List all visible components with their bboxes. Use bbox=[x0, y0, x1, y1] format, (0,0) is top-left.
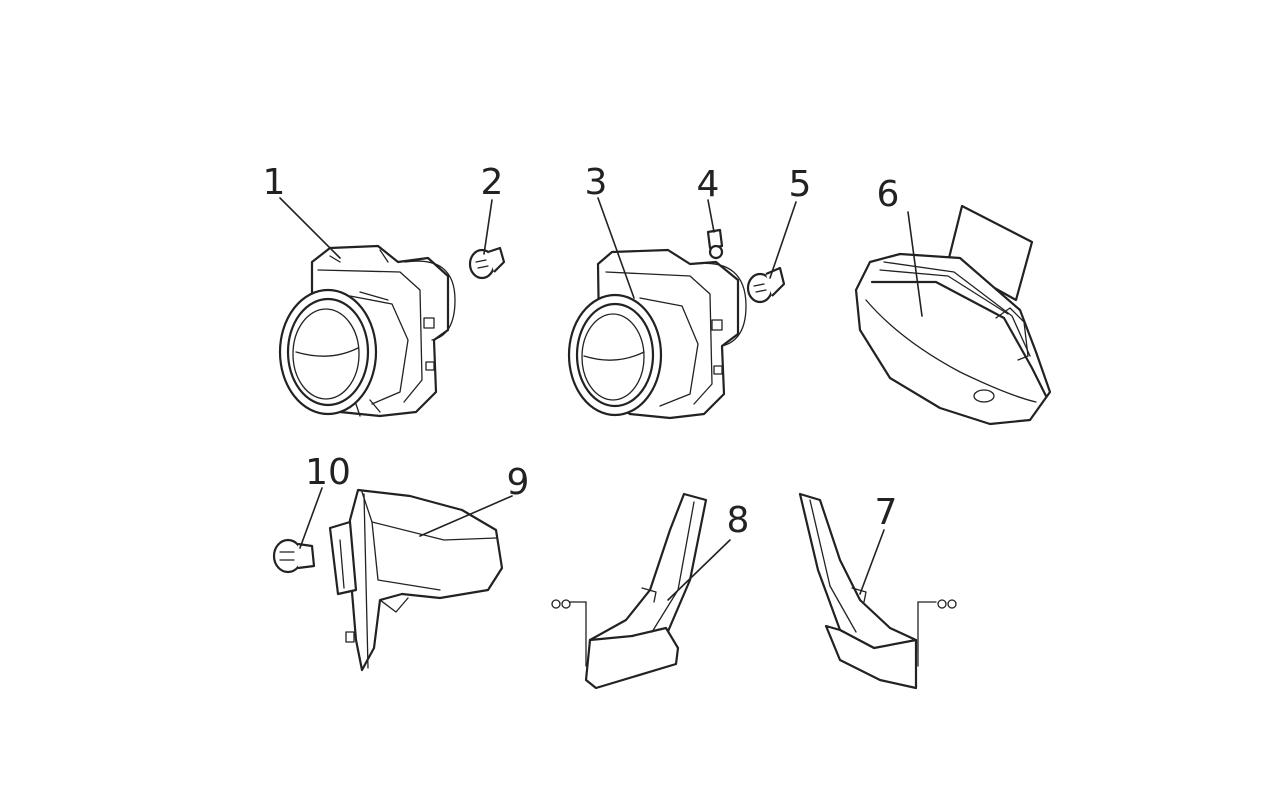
leader-8 bbox=[667, 539, 731, 601]
bulb-small-a bbox=[468, 246, 506, 280]
part-label-8: 8 bbox=[727, 500, 750, 541]
leader-1 bbox=[279, 197, 341, 259]
leader-4 bbox=[707, 199, 715, 233]
leader-5 bbox=[769, 201, 797, 279]
bulb-small-b bbox=[746, 266, 786, 304]
leader-2 bbox=[483, 199, 493, 255]
leader-3 bbox=[597, 197, 635, 299]
part-label-2: 2 bbox=[481, 162, 504, 203]
leader-6 bbox=[907, 211, 923, 317]
leader-7 bbox=[859, 529, 885, 595]
bulb-large bbox=[272, 538, 316, 574]
part-label-3: 3 bbox=[585, 162, 608, 203]
headlamp-projector-left bbox=[278, 244, 456, 418]
part-label-9: 9 bbox=[507, 462, 530, 503]
part-label-10: 10 bbox=[305, 452, 351, 493]
part-label-4: 4 bbox=[697, 164, 720, 205]
headlamp-projector-center bbox=[567, 248, 747, 420]
part-label-7: 7 bbox=[875, 492, 898, 533]
fog-lamp-housing bbox=[854, 204, 1052, 426]
leader-10 bbox=[299, 487, 323, 549]
side-bracket-right bbox=[798, 492, 957, 690]
side-bracket-left bbox=[551, 492, 708, 690]
leader-9 bbox=[419, 495, 513, 537]
part-label-5: 5 bbox=[789, 164, 812, 205]
tail-lamp-housing bbox=[328, 488, 504, 672]
part-label-6: 6 bbox=[877, 174, 900, 215]
bulb-tiny bbox=[706, 228, 724, 260]
part-label-1: 1 bbox=[263, 162, 286, 203]
